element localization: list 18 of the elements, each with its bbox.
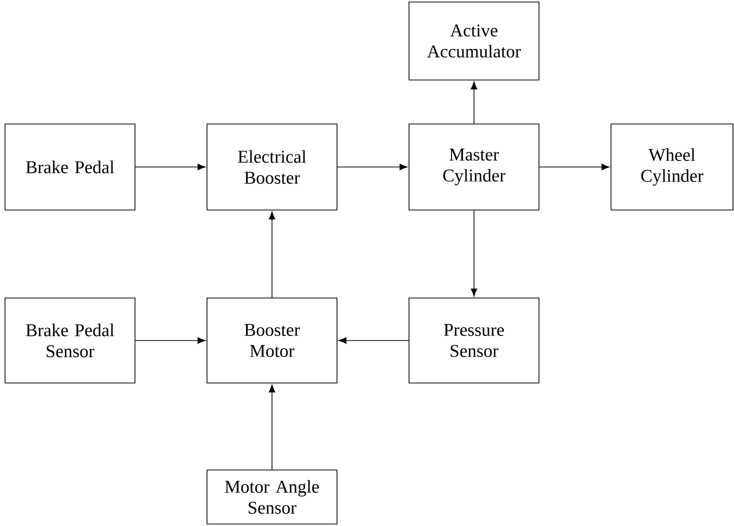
process-box: Booster Motor — [206, 298, 338, 384]
process-box: Brake Pedal Sensor — [4, 298, 136, 384]
arrow — [539, 164, 610, 170]
arrow — [338, 337, 409, 344]
arrow — [470, 82, 478, 124]
process-box: Electrical Booster — [206, 124, 338, 210]
arrow — [135, 164, 206, 170]
arrow — [470, 210, 478, 296]
arrow — [337, 164, 408, 170]
process-box: Wheel Cylinder — [610, 124, 734, 210]
process-box: Active Accumulator — [408, 2, 540, 80]
arrow — [135, 337, 206, 344]
arrow — [268, 212, 276, 298]
process-box: Brake Pedal — [4, 124, 136, 210]
process-box: Pressure Sensor — [408, 298, 540, 384]
arrow — [268, 384, 276, 470]
process-box: Master Cylinder — [408, 124, 540, 210]
process-box: Motor Angle Sensor — [206, 470, 338, 524]
